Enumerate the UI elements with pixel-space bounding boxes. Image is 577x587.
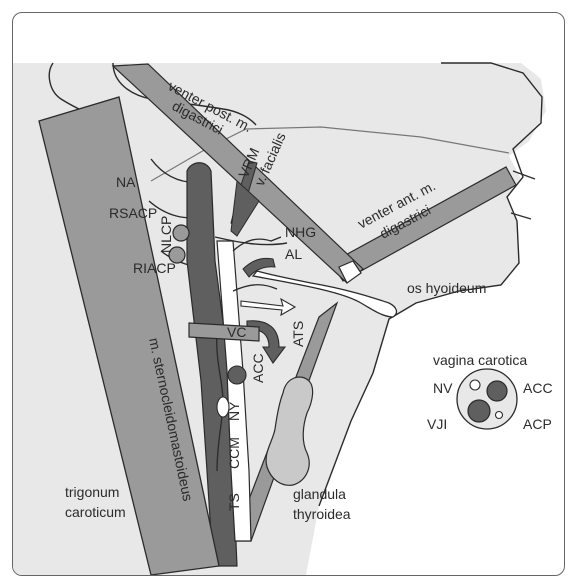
legend-label-nv: NV [433,380,453,396]
label-acc: ACC [250,353,266,383]
label-ccm: CCM [226,437,242,469]
label-os-hyoideum: os hyoideum [407,280,486,296]
legend-nv [470,380,480,390]
legend-label-acc: ACC [523,380,553,396]
label-riacp: RIACP [133,260,176,276]
acc-bulb [228,366,246,384]
label-glandula: glandula [293,486,346,502]
legend-acp [496,412,503,419]
label-thyroidea: thyroidea [293,506,351,522]
label-na: NA [116,174,136,190]
label-nhg: NHG [285,224,316,240]
carotid-triangle-diagram: venter post. m. digastrici VRM v. facial… [13,13,564,575]
legend-label-acp: ACP [523,416,552,432]
label-caroticum: caroticum [65,504,126,520]
diagram-frame: venter post. m. digastrici VRM v. facial… [12,12,565,576]
legend-title: vagina carotica [433,352,527,368]
label-vc: VC [227,324,246,340]
legend-vji [468,400,490,422]
label-ny: NY [226,401,242,421]
legend-acc [487,381,507,401]
label-trigonum: trigonum [65,484,119,500]
legend-sheath [457,369,517,429]
label-ts: TS [226,493,242,511]
nlcp-node-upper [173,225,189,241]
label-nlcp: NLCP [158,216,174,253]
label-rsacp: RSACP [109,205,157,221]
legend-label-vji: VJI [427,416,447,432]
label-ats: ATS [290,321,306,347]
label-al: AL [285,246,302,262]
legend-vagina-carotica: vagina carotica NV ACC VJI ACP [427,352,553,432]
